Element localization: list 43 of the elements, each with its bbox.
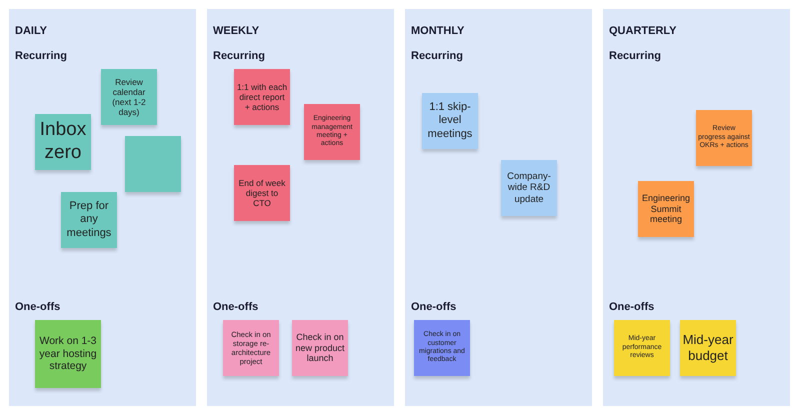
sticky-note [501, 160, 557, 216]
note-text: Inbox zero [38, 119, 88, 165]
note-text: Company-wide R&D update [506, 170, 552, 206]
sticky-note [223, 320, 279, 376]
column-heading: QUARTERLY [609, 24, 676, 39]
note-text: 1:1 skip-level meetings [426, 101, 474, 141]
section-heading: Recurring [609, 49, 661, 64]
column-heading: WEEKLY [213, 24, 260, 39]
section-heading: Recurring [411, 49, 463, 64]
column-heading: DAILY [15, 24, 47, 39]
sticky-note [101, 69, 157, 125]
sticky-note [304, 104, 360, 160]
note-text: Mid-year budget [682, 332, 734, 364]
note-text: Work on 1-3 year hosting strategy [38, 335, 98, 373]
sticky-note [125, 136, 181, 192]
sticky-note [292, 320, 348, 376]
section-heading: One-offs [411, 300, 456, 315]
sticky-note [234, 69, 290, 125]
note-text: Prep for any meetings [66, 200, 112, 240]
section-heading: One-offs [15, 300, 60, 315]
section-heading: Recurring [213, 49, 265, 64]
sticky-note [680, 320, 736, 376]
section-heading: Recurring [15, 49, 67, 64]
section-heading: One-offs [213, 300, 258, 315]
sticky-note [35, 320, 101, 388]
note-text: 1:1 with each direct report + actions [236, 82, 288, 112]
sticky-note [234, 165, 290, 221]
column-panel [9, 9, 196, 406]
column-panel [405, 9, 592, 406]
column-panel [207, 9, 394, 406]
sticky-note [422, 93, 478, 149]
note-text: Review calendar (next 1-2 days) [111, 76, 147, 118]
sticky-note [61, 192, 117, 248]
column-panel [603, 9, 790, 406]
sticky-note [696, 110, 752, 166]
note-text: Engineering Summit meeting [640, 192, 692, 226]
note-text: Check in on new product launch [294, 332, 346, 364]
section-heading: One-offs [609, 300, 654, 315]
sticky-note [638, 181, 694, 237]
sticky-note [414, 320, 470, 376]
sticky-note [614, 320, 670, 376]
note-text: End of week digest to CTO [238, 178, 286, 208]
column-heading: MONTHLY [411, 24, 464, 39]
